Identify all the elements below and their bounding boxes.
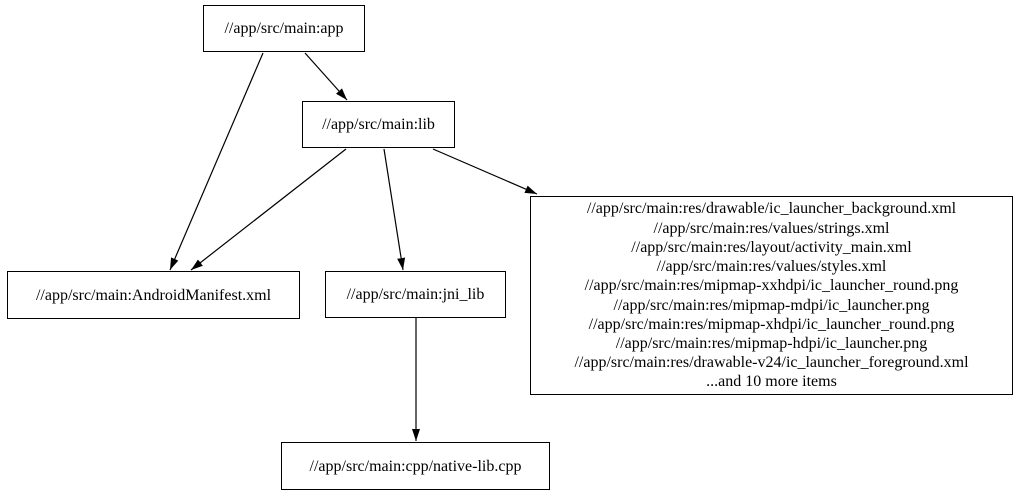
node-jni-lib: //app/src/main:jni_lib (325, 271, 506, 318)
res-item: //app/src/main:res/mipmap-xhdpi/ic_launc… (588, 315, 955, 333)
node-native-lib-cpp-label: //app/src/main:cpp/native-lib.cpp (309, 457, 522, 475)
edge-app-to-manifest (169, 52, 264, 271)
res-item: //app/src/main:res/values/styles.xml (656, 258, 887, 276)
edge-app-to-lib (304, 52, 348, 101)
res-item: //app/src/main:res/mipmap-mdpi/ic_launch… (613, 296, 930, 314)
res-item: //app/src/main:res/drawable/ic_launcher_… (586, 200, 957, 218)
edge-lib-to-jni-lib (383, 148, 406, 271)
node-jni-lib-label: //app/src/main:jni_lib (346, 286, 485, 303)
res-item: //app/src/main:res/values/strings.xml (653, 219, 890, 237)
node-lib-label: //app/src/main:lib (322, 116, 435, 133)
node-app-label: //app/src/main:app (224, 20, 344, 37)
node-native-lib-cpp: //app/src/main:cpp/native-lib.cpp (281, 442, 550, 490)
edge-lib-to-manifest (190, 148, 347, 271)
res-item: //app/src/main:res/mipmap-hdpi/ic_launch… (615, 334, 928, 352)
edge-lib-to-res-group (432, 148, 538, 195)
res-item: //app/src/main:res/drawable-v24/ic_launc… (574, 354, 969, 372)
node-android-manifest: //app/src/main:AndroidManifest.xml (7, 271, 300, 319)
node-app: //app/src/main:app (203, 5, 365, 52)
res-item: //app/src/main:res/layout/activity_main.… (631, 238, 912, 256)
node-res-group: //app/src/main:res/drawable/ic_launcher_… (530, 196, 1013, 395)
node-lib: //app/src/main:lib (302, 101, 455, 148)
res-item: //app/src/main:res/mipmap-xxhdpi/ic_laun… (584, 277, 959, 295)
node-android-manifest-label: //app/src/main:AndroidManifest.xml (35, 286, 272, 304)
res-more-items: ...and 10 more items (706, 373, 837, 391)
